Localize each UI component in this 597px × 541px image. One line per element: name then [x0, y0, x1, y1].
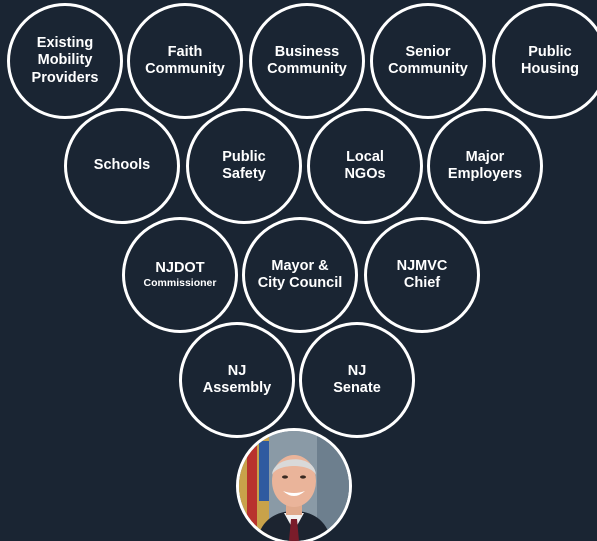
- node-label-line: Local: [346, 148, 384, 165]
- node-label-line: Safety: [222, 166, 266, 182]
- node-mayor-city-council: Mayor & City Council: [242, 217, 358, 333]
- governor-portrait-photo: [236, 428, 352, 541]
- node-label-line: Schools: [93, 157, 151, 174]
- node-label-line: Mayor &: [271, 257, 329, 274]
- node-nj-assembly: NJ Assembly: [179, 322, 295, 438]
- node-label-line: NJ: [347, 362, 367, 379]
- node-label-line: Existing: [36, 34, 94, 51]
- node-faith-community: Faith Community: [127, 3, 243, 119]
- node-label-line: Senior: [405, 43, 451, 60]
- node-label-line: Mobility: [37, 52, 93, 69]
- node-label-line: Public: [222, 148, 266, 165]
- node-local-ngos: Local NGOs: [307, 108, 423, 224]
- node-label-line: Assembly: [202, 380, 272, 396]
- node-public-safety: Public Safety: [186, 108, 302, 224]
- node-label-line: NJMVC: [396, 257, 448, 274]
- node-nj-senate: NJ Senate: [299, 322, 415, 438]
- node-label-line: City Council: [257, 275, 343, 291]
- node-senior-community: Senior Community: [370, 3, 486, 119]
- node-label-line: Employers: [447, 166, 523, 182]
- node-label-line: Public: [528, 43, 572, 60]
- node-njdot-commissioner: NJDOT Commissioner: [122, 217, 238, 333]
- portrait-illustration-icon: [239, 431, 349, 541]
- node-njmvc-chief: NJMVC Chief: [364, 217, 480, 333]
- node-public-housing: Public Housing: [492, 3, 597, 119]
- node-label-line: Chief: [403, 275, 441, 291]
- node-business-community: Business Community: [249, 3, 365, 119]
- node-label-line: Housing: [521, 61, 579, 77]
- node-label-line: Community: [145, 61, 225, 77]
- node-label-line: Senate: [333, 380, 381, 396]
- node-label-line: Community: [267, 61, 347, 77]
- node-label-line: Commissioner: [143, 277, 217, 290]
- node-label-line: NJ: [227, 362, 247, 379]
- node-label-line: Major: [465, 148, 505, 165]
- node-label-line: Providers: [31, 69, 99, 86]
- node-label-line: Faith: [167, 43, 203, 60]
- node-label-line: NJDOT: [155, 260, 205, 276]
- node-label-line: Community: [388, 61, 468, 77]
- node-schools: Schools: [64, 108, 180, 224]
- node-label-line: NGOs: [344, 166, 386, 182]
- node-label-line: Business: [274, 43, 340, 60]
- node-existing-mobility-providers: Existing Mobility Providers: [7, 3, 123, 119]
- node-major-employers: Major Employers: [427, 108, 543, 224]
